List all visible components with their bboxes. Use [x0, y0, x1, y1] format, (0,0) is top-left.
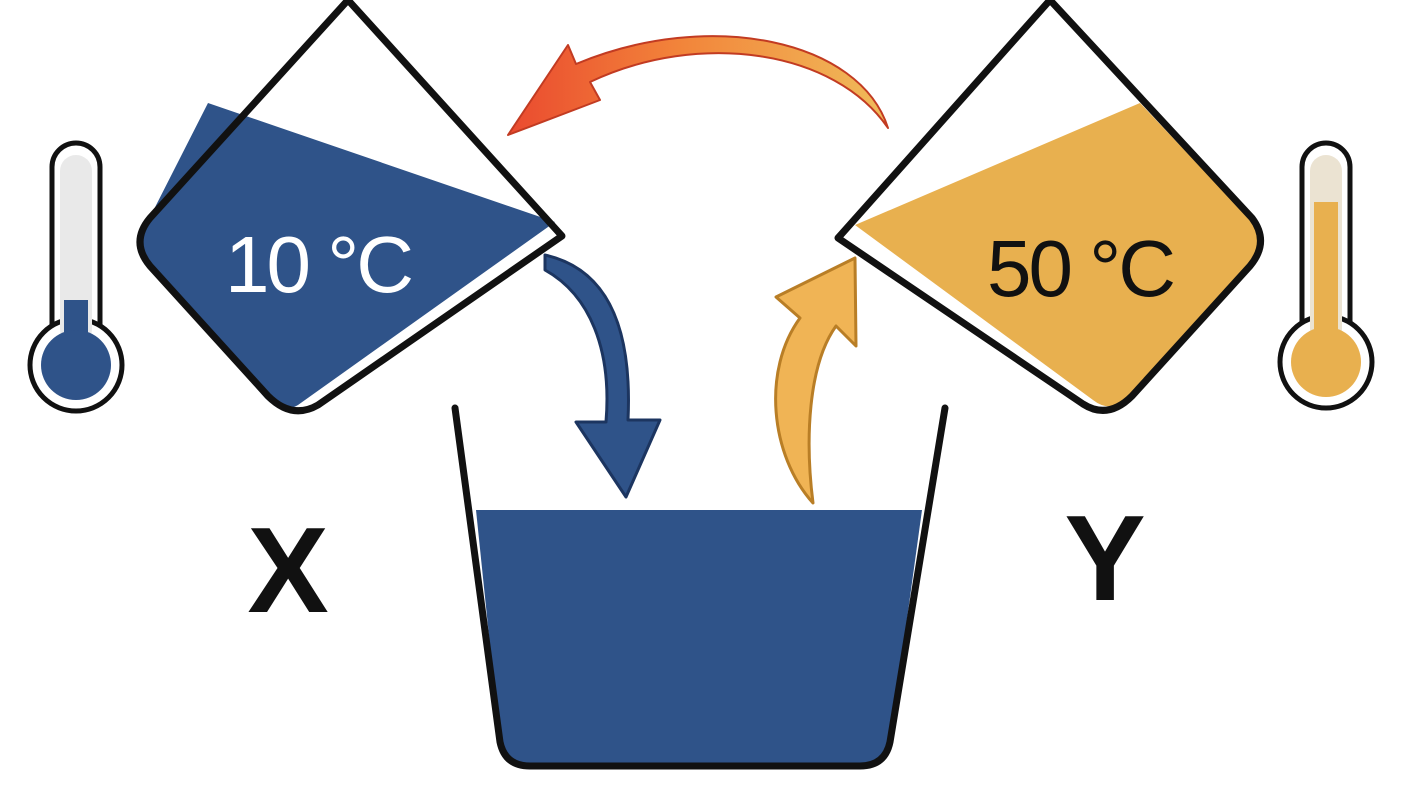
beaker-y: 50 °C: [834, 0, 1264, 414]
beaker-y-outline: [834, 0, 1264, 414]
container-outline: [451, 404, 949, 770]
beaker-y-temperature: 50 °C: [987, 224, 1173, 313]
label-x: X: [247, 502, 328, 638]
container-liquid: [476, 510, 922, 766]
beaker-x-liquid: [139, 103, 555, 409]
beaker-x-outline: [136, 0, 566, 415]
hot-thermometer-icon: [1277, 140, 1375, 411]
pour-arrow-from-x: [543, 253, 662, 499]
beaker-x: 10 °C: [136, 0, 566, 415]
rise-arrow-to-y: [774, 256, 858, 505]
mixing-container: [451, 404, 949, 770]
swap-arrow: [507, 35, 889, 136]
beaker-x-temperature: 10 °C: [225, 220, 411, 309]
cold-thermometer-icon: [27, 140, 125, 414]
label-y: Y: [1064, 490, 1145, 626]
beaker-y-liquid: [855, 103, 1261, 407]
